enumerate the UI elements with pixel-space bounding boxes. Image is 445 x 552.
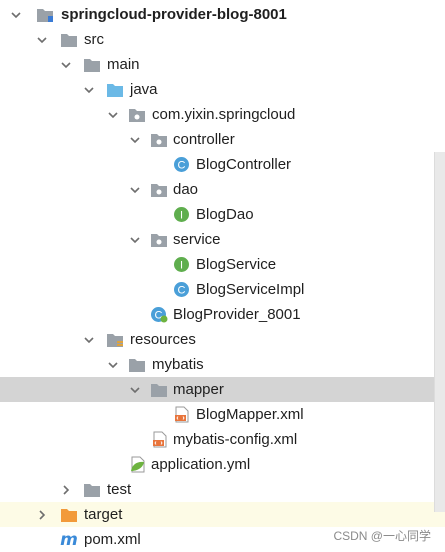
- svg-text:C: C: [177, 160, 185, 172]
- file-label: application.yml: [151, 456, 251, 473]
- chevron-right-icon[interactable]: [35, 502, 49, 527]
- chevron-down-icon[interactable]: [82, 77, 96, 102]
- svg-text:I: I: [179, 210, 182, 222]
- tree-row-blog-service[interactable]: I BlogService: [0, 252, 445, 277]
- chevron-down-icon[interactable]: [59, 52, 73, 77]
- package-icon: [128, 106, 146, 123]
- tree-row-dao[interactable]: dao: [0, 177, 445, 202]
- interface-icon: I: [172, 256, 190, 273]
- package-label: service: [173, 231, 221, 248]
- tree-row-mapper[interactable]: mapper: [0, 377, 445, 402]
- chevron-down-icon[interactable]: [106, 352, 120, 377]
- resources-folder-icon: [106, 331, 124, 348]
- chevron-down-icon[interactable]: [106, 102, 120, 127]
- chevron-down-icon[interactable]: [128, 227, 142, 252]
- tree-row-target[interactable]: target: [0, 502, 445, 527]
- chevron-down-icon[interactable]: [128, 177, 142, 202]
- file-label: BlogService: [196, 256, 277, 273]
- folder-label: mybatis: [152, 356, 204, 373]
- svg-text:I: I: [179, 260, 182, 272]
- folder-label: java: [130, 81, 158, 98]
- file-label: pom.xml: [84, 531, 141, 548]
- tree-row-test[interactable]: test: [0, 477, 445, 502]
- folder-label: src: [84, 31, 104, 48]
- chevron-down-icon[interactable]: [82, 327, 96, 352]
- tree-row-src[interactable]: src: [0, 27, 445, 52]
- folder-label: test: [107, 481, 132, 498]
- tree-row-application-yml[interactable]: application.yml: [0, 452, 445, 477]
- spring-config-icon: [128, 456, 146, 473]
- vertical-scrollbar[interactable]: [434, 152, 445, 512]
- chevron-down-icon[interactable]: [128, 127, 142, 152]
- tree-row-resources[interactable]: resources: [0, 327, 445, 352]
- package-icon: [150, 131, 168, 148]
- file-label: BlogMapper.xml: [196, 406, 304, 423]
- xml-file-icon: [172, 406, 190, 423]
- folder-label: main: [107, 56, 140, 73]
- tree-row-blog-controller[interactable]: C BlogController: [0, 152, 445, 177]
- svg-text:m: m: [60, 531, 78, 548]
- interface-icon: I: [172, 206, 190, 223]
- chevron-right-icon[interactable]: [59, 477, 73, 502]
- watermark: CSDN @一心同学: [333, 529, 431, 543]
- package-label: dao: [173, 181, 199, 198]
- tree-row-blog-service-impl[interactable]: C BlogServiceImpl: [0, 277, 445, 302]
- chevron-down-icon[interactable]: [128, 377, 142, 402]
- excluded-folder-icon: [60, 506, 78, 523]
- class-icon: C: [172, 156, 190, 173]
- chevron-down-icon[interactable]: [35, 27, 49, 52]
- module-folder-icon: [36, 6, 54, 23]
- tree-row-mybatis-config-xml[interactable]: mybatis-config.xml: [0, 427, 445, 452]
- maven-icon: m: [60, 531, 78, 548]
- file-label: BlogDao: [196, 206, 254, 223]
- folder-icon: [83, 481, 101, 498]
- class-icon: C: [172, 281, 190, 298]
- xml-file-icon: [150, 431, 168, 448]
- file-label: mybatis-config.xml: [173, 431, 298, 448]
- tree-row-mybatis[interactable]: mybatis: [0, 352, 445, 377]
- source-folder-icon: [106, 81, 124, 98]
- folder-label: mapper: [173, 381, 224, 398]
- package-label: controller: [173, 131, 235, 148]
- folder-label: target: [84, 506, 123, 523]
- tree-row-main[interactable]: main: [0, 52, 445, 77]
- package-label: com.yixin.springcloud: [152, 106, 296, 123]
- tree-row-pom-xml[interactable]: m pom.xml: [0, 527, 445, 552]
- tree-row-blog-provider[interactable]: C BlogProvider_8001: [0, 302, 445, 327]
- package-icon: [150, 231, 168, 248]
- chevron-down-icon[interactable]: [9, 2, 23, 27]
- tree-row-java[interactable]: java: [0, 77, 445, 102]
- package-icon: [150, 181, 168, 198]
- file-label: BlogProvider_8001: [173, 306, 301, 323]
- tree-row-package[interactable]: com.yixin.springcloud: [0, 102, 445, 127]
- tree-row-service[interactable]: service: [0, 227, 445, 252]
- svg-text:C: C: [177, 285, 185, 297]
- tree-row-blog-mapper-xml[interactable]: BlogMapper.xml: [0, 402, 445, 427]
- svg-text:C: C: [155, 310, 163, 322]
- folder-icon: [83, 56, 101, 73]
- spring-boot-class-icon: C: [150, 306, 168, 323]
- folder-icon: [150, 381, 168, 398]
- tree-row-project[interactable]: springcloud-provider-blog-8001: [0, 2, 445, 27]
- tree-row-blog-dao[interactable]: I BlogDao: [0, 202, 445, 227]
- folder-icon: [60, 31, 78, 48]
- file-label: BlogController: [196, 156, 292, 173]
- folder-label: resources: [130, 331, 196, 348]
- project-name: springcloud-provider-blog-8001: [61, 6, 287, 23]
- file-label: BlogServiceImpl: [196, 281, 305, 298]
- tree-row-controller[interactable]: controller: [0, 127, 445, 152]
- folder-icon: [128, 356, 146, 373]
